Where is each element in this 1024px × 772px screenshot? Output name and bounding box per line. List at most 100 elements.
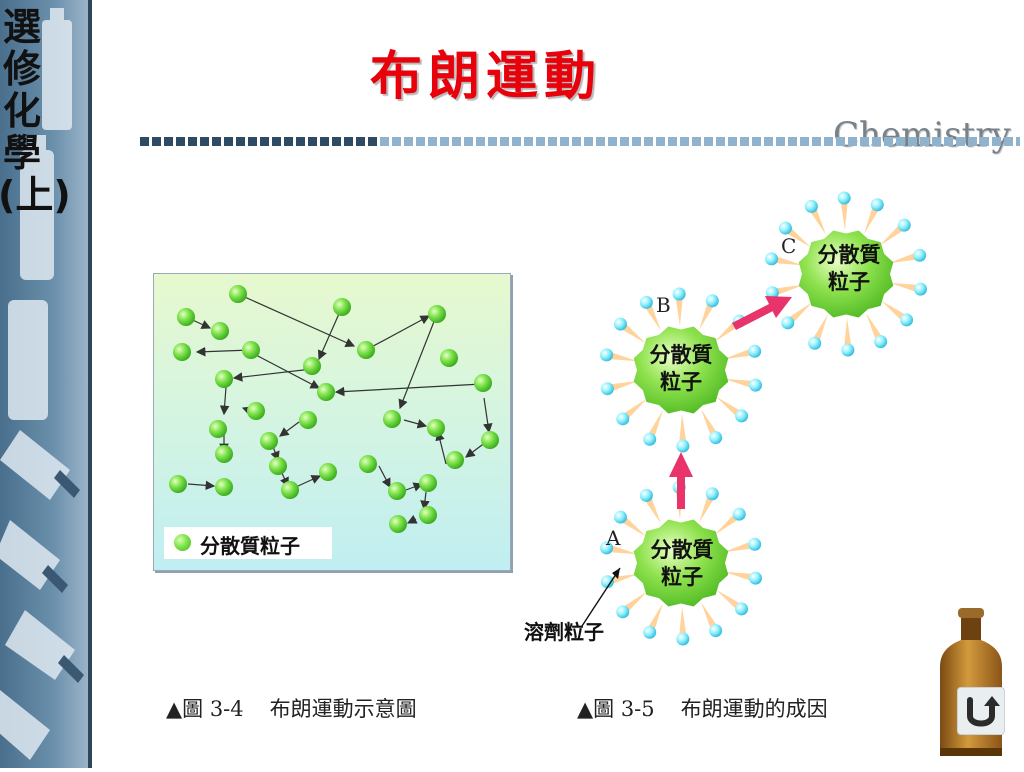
solvent-particle [778, 221, 792, 235]
dispersed-particle [427, 419, 445, 437]
brownian-paths [169, 285, 499, 533]
caption-figure-3-4: ▲圖 3-4 布朗運動示意圖 [166, 693, 417, 723]
solvent-particle [781, 316, 795, 330]
dispersed-particle [211, 322, 229, 340]
legend: 分散質粒子 [164, 527, 332, 559]
dispersed-particle [440, 349, 458, 367]
dispersed-particle [481, 431, 499, 449]
solvent-particle [748, 378, 762, 392]
dispersed-particle [215, 478, 233, 496]
solvent-particle [600, 575, 614, 589]
dispersed-particle [260, 432, 278, 450]
solvent-particle [643, 625, 657, 639]
solvent-particle [874, 335, 888, 349]
dispersed-particle [317, 383, 335, 401]
solvent-particle [613, 317, 627, 331]
caption-figure-3-5: ▲圖 3-5 布朗運動的成因 [577, 693, 828, 723]
sidebar: 選修化學(上) [0, 0, 92, 768]
solvent-particle [897, 218, 911, 232]
dispersed-particle [389, 515, 407, 533]
dispersed-particle [357, 341, 375, 359]
solvent-particle [765, 286, 779, 300]
solvent-particle [735, 602, 749, 616]
dispersed-particle [388, 482, 406, 500]
subject-label: Chemistry [833, 115, 1011, 155]
position-label-a: A [606, 526, 621, 550]
dispersed-particle [215, 445, 233, 463]
dispersed-particle [215, 370, 233, 388]
solvent-particle [748, 571, 762, 585]
particle-label-a: 分散質粒子 [650, 538, 714, 589]
dispersed-particle [359, 455, 377, 473]
solvent-particle [804, 199, 818, 213]
dispersed-particle [281, 481, 299, 499]
dispersed-particle [173, 343, 191, 361]
dispersed-particle [474, 374, 492, 392]
dispersed-particle [419, 506, 437, 524]
solvent-particle [643, 432, 657, 446]
dispersed-particle [446, 451, 464, 469]
caption-number: ▲圖 3-4 [166, 697, 244, 721]
position-label-b: B [656, 293, 671, 317]
dispersed-particle [383, 410, 401, 428]
return-arrow-icon [967, 696, 1000, 727]
solvent-particle [639, 488, 653, 502]
solvent-particle-label: 溶劑粒子 [524, 620, 604, 644]
solvent-particle [676, 439, 690, 453]
solvent-particle [841, 343, 855, 357]
solvent-particle [709, 431, 723, 445]
solvent-particle [732, 507, 746, 521]
solvent-particle [765, 252, 779, 266]
dispersed-particle [303, 357, 321, 375]
caption-text: 布朗運動的成因 [680, 697, 828, 721]
dispersed-particle [419, 474, 437, 492]
solvent-particle [735, 409, 749, 423]
dispersed-particle [242, 341, 260, 359]
solvent-particle [600, 382, 614, 396]
dispersed-particle [169, 475, 187, 493]
solvent-particle [900, 313, 914, 327]
sidebar-background [0, 0, 92, 768]
back-button[interactable] [957, 687, 1005, 735]
dispersed-particle [247, 402, 265, 420]
motion-arrows [669, 296, 792, 509]
sidebar-title: 選修化學(上) [0, 5, 71, 217]
solvent-particle [913, 248, 927, 262]
solvent-particle [748, 344, 762, 358]
solvent-particle [709, 624, 723, 638]
solvent-particle [748, 537, 762, 551]
dispersed-particle-a [600, 480, 762, 646]
solvent-particle [600, 541, 614, 555]
solvent-particle [676, 632, 690, 646]
solvent-particle [705, 294, 719, 308]
dispersed-particle [333, 298, 351, 316]
caption-text: 布朗運動示意圖 [269, 697, 417, 721]
legend-label: 分散質粒子 [200, 534, 300, 558]
figure-brownian-motion-diagram [153, 273, 511, 571]
solvent-particle [600, 348, 614, 362]
solvent-particle [672, 287, 686, 301]
particle-label-b: 分散質粒子 [649, 343, 713, 394]
legend-particle-icon [174, 534, 191, 551]
solvent-particle [639, 295, 653, 309]
solvent-particle [837, 191, 851, 205]
dispersed-particle-c [765, 191, 927, 357]
header-dash-bar [140, 137, 1020, 146]
solvent-particle [705, 487, 719, 501]
dispersed-particle [177, 308, 195, 326]
dispersed-particle [299, 411, 317, 429]
caption-number: ▲圖 3-5 [577, 697, 655, 721]
dispersed-particle [319, 463, 337, 481]
solvent-particle [808, 336, 822, 350]
figure-brownian-cause-diagram [581, 191, 927, 646]
dispersed-particle [428, 305, 446, 323]
slide-title: 布朗運動 [370, 46, 603, 107]
dispersed-particle [209, 420, 227, 438]
dispersed-particle [229, 285, 247, 303]
dispersed-particle [269, 457, 287, 475]
particle-label-c: 分散質粒子 [817, 243, 881, 294]
solvent-particle [913, 282, 927, 296]
solvent-particle [613, 510, 627, 524]
solvent-particle [616, 412, 630, 426]
dispersed-particle-b [600, 287, 762, 453]
